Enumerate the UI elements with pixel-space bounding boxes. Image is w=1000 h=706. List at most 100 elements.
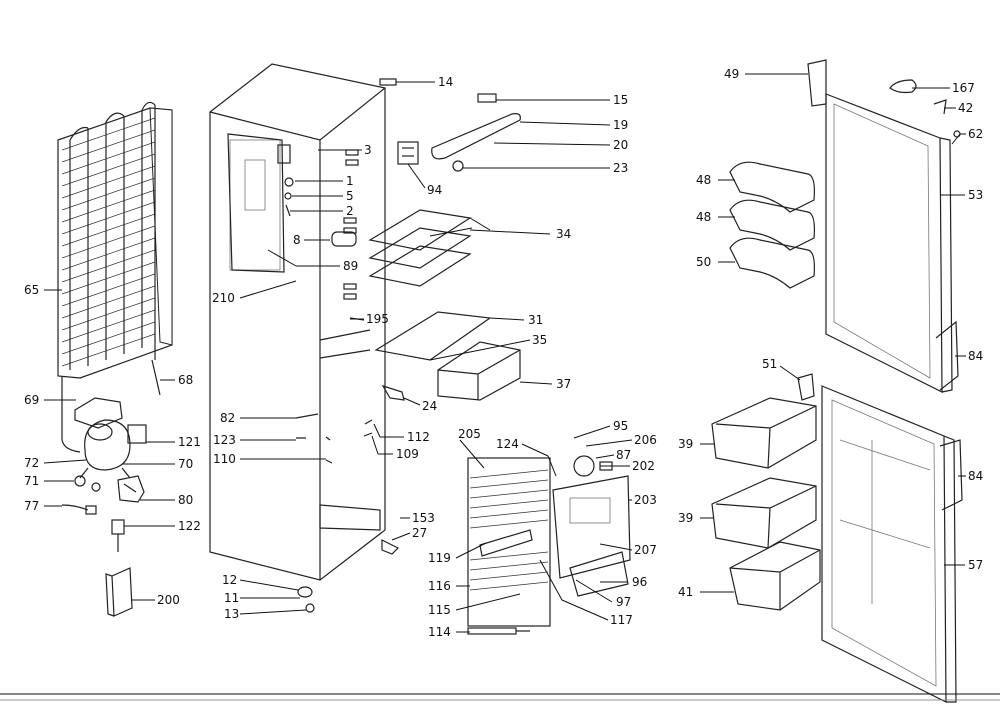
callout-116: 116 <box>428 579 451 593</box>
callout-205: 205 <box>458 427 481 441</box>
callout-65: 65 <box>24 283 39 297</box>
callout-39a: 39 <box>678 437 693 451</box>
heater-part-114 <box>467 627 530 635</box>
callout-97: 97 <box>616 595 631 609</box>
pin-part-62 <box>953 130 961 138</box>
callout-1: 1 <box>346 174 354 188</box>
callout-31: 31 <box>528 313 543 327</box>
callout-24: 24 <box>422 399 437 413</box>
lower-door-part-57 <box>821 385 957 703</box>
relay-part-80 <box>117 475 145 503</box>
callout-72: 72 <box>24 456 39 470</box>
callout-12: 12 <box>222 573 237 587</box>
callout-94: 94 <box>427 183 442 197</box>
callout-labels: 65 69 72 71 77 68 121 70 80 122 200 14 3… <box>24 67 983 639</box>
callout-19: 19 <box>613 118 628 132</box>
callout-48a: 48 <box>696 173 711 187</box>
feet-parts-11-13 <box>297 586 315 613</box>
callout-122: 122 <box>178 519 201 533</box>
callout-123: 123 <box>213 433 236 447</box>
cabinet-body <box>209 63 386 581</box>
callout-68: 68 <box>178 373 193 387</box>
callout-27: 27 <box>412 526 427 540</box>
duct-part-96 <box>569 551 629 597</box>
callout-206: 206 <box>634 433 657 447</box>
cabinet-clips <box>343 149 359 300</box>
leader-lines <box>43 73 966 633</box>
box-part-200 <box>105 567 133 617</box>
callout-84a: 84 <box>968 349 983 363</box>
callout-42: 42 <box>958 101 973 115</box>
callout-50: 50 <box>696 255 711 269</box>
hinge-pin-part-42 <box>933 99 947 115</box>
page-border <box>0 693 1000 701</box>
callout-84b: 84 <box>968 469 983 483</box>
callout-13: 13 <box>224 607 239 621</box>
callout-109: 109 <box>396 447 419 461</box>
callout-203: 203 <box>634 493 657 507</box>
callout-20: 20 <box>613 138 628 152</box>
callout-49: 49 <box>724 67 739 81</box>
gasket-part-8 <box>331 231 357 247</box>
callout-15: 15 <box>613 93 628 107</box>
hinge-part-49 <box>807 59 827 107</box>
cabinet-hinges <box>295 317 405 555</box>
callout-39b: 39 <box>678 511 693 525</box>
callout-11: 11 <box>224 591 239 605</box>
callout-35: 35 <box>532 333 547 347</box>
callout-14: 14 <box>438 75 453 89</box>
callout-210: 210 <box>212 291 235 305</box>
gasket-part-84b <box>939 439 963 511</box>
door-shelves-48-50 <box>729 161 815 289</box>
callout-195: 195 <box>366 312 389 326</box>
callout-57: 57 <box>968 558 983 572</box>
callout-37: 37 <box>556 377 571 391</box>
gasket-part-84a <box>935 320 959 391</box>
callout-77: 77 <box>24 499 39 513</box>
callout-34: 34 <box>556 227 571 241</box>
callout-51: 51 <box>762 357 777 371</box>
callout-69: 69 <box>24 393 39 407</box>
light-cover-parts-15-19 <box>431 93 521 172</box>
callout-48b: 48 <box>696 210 711 224</box>
callout-207: 207 <box>634 543 657 557</box>
crisper-box-part-37 <box>437 341 521 401</box>
shelf-part-31 <box>374 311 492 361</box>
control-part-94 <box>397 141 419 165</box>
callout-89: 89 <box>343 259 358 273</box>
condenser-part-65 <box>57 101 173 453</box>
callout-80: 80 <box>178 493 193 507</box>
callout-121: 121 <box>178 435 201 449</box>
hinge-part-51 <box>797 373 815 401</box>
compressor-part-70 <box>74 397 147 479</box>
callout-200: 200 <box>157 593 180 607</box>
callout-71: 71 <box>24 474 39 488</box>
callout-3: 3 <box>364 143 372 157</box>
crisper-drawers-39-41 <box>711 397 821 611</box>
callout-153: 153 <box>412 511 435 525</box>
callout-87: 87 <box>616 448 631 462</box>
callout-202: 202 <box>632 459 655 473</box>
upper-door-part-53 <box>825 93 953 393</box>
evaporator-part-205 <box>467 457 551 627</box>
callout-41: 41 <box>678 585 693 599</box>
callout-5: 5 <box>346 189 354 203</box>
callout-167: 167 <box>952 81 975 95</box>
hinge-part-14 <box>379 78 397 86</box>
callout-117: 117 <box>610 613 633 627</box>
callout-110: 110 <box>213 452 236 466</box>
callout-53: 53 <box>968 188 983 202</box>
callout-2: 2 <box>346 204 354 218</box>
cable-part-77 <box>61 504 97 515</box>
callout-82: 82 <box>220 411 235 425</box>
callout-119: 119 <box>428 551 451 565</box>
small-parts-1-5-2 <box>284 177 294 217</box>
grommet-part-71 <box>74 475 101 492</box>
callout-70: 70 <box>178 457 193 471</box>
callout-115: 115 <box>428 603 451 617</box>
capacitor-part-122 <box>111 519 125 552</box>
callout-112: 112 <box>407 430 430 444</box>
callout-62: 62 <box>968 127 983 141</box>
callout-95: 95 <box>613 419 628 433</box>
